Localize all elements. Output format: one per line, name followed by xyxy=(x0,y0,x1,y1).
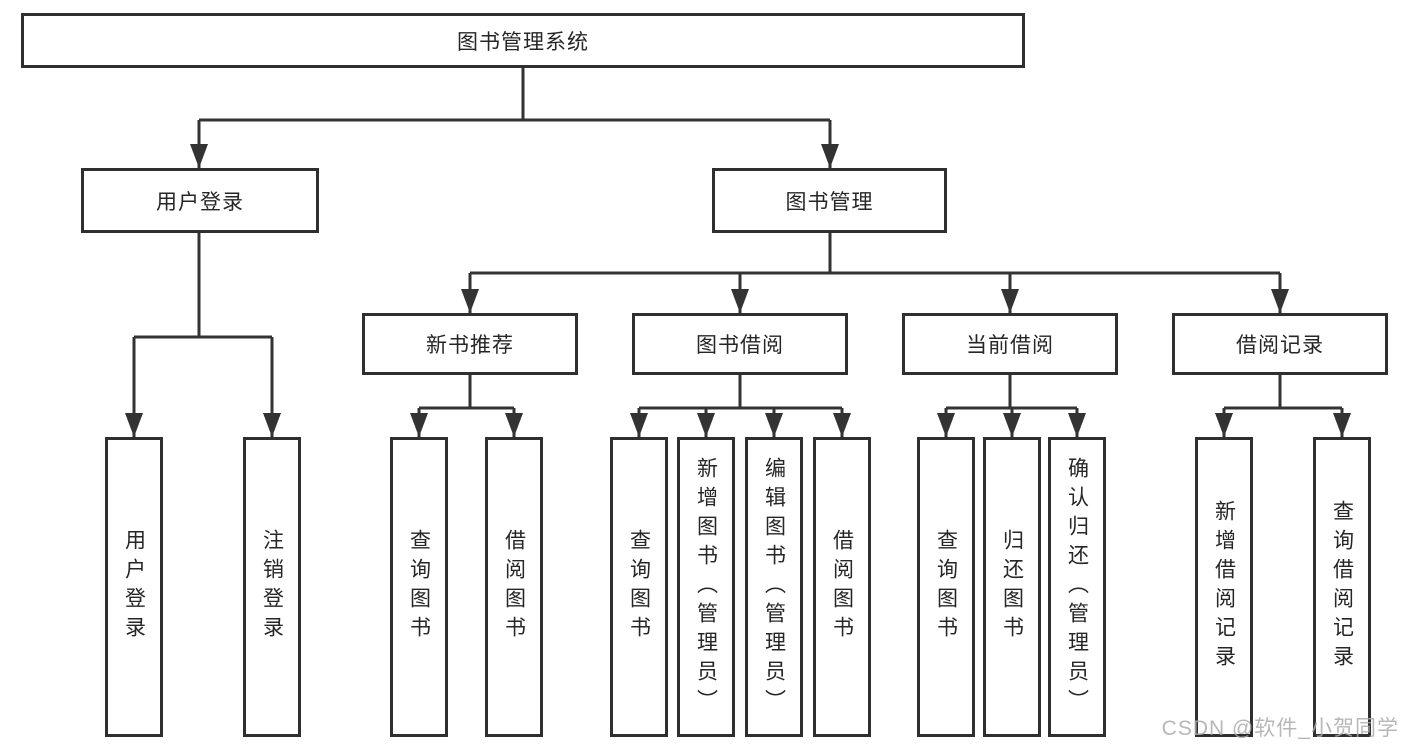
arrowhead xyxy=(630,413,648,437)
node-new-book-rec-label: 新书推荐 xyxy=(426,334,514,357)
leaf-br-add-record: 新增借阅记录 xyxy=(1195,437,1253,737)
leaf-logout: 注销登录 xyxy=(243,437,301,737)
arrowhead xyxy=(821,144,839,168)
leaf-bb-query-books: 查询图书 xyxy=(610,437,668,737)
connector-root-to-level2 xyxy=(190,68,839,168)
leaf-cb-confirm-return-admin: 确认归还（管理员） xyxy=(1048,437,1106,737)
arrowhead xyxy=(505,413,523,437)
leaf-cb-query-books: 查询图书 xyxy=(917,437,975,737)
csdn-watermark: CSDN @软件_小贺同学 xyxy=(1161,717,1399,740)
leaf-bb-edit-books-admin-label: 编辑图书（管理员） xyxy=(762,456,786,718)
connector-user-login-children xyxy=(125,233,281,437)
arrowhead xyxy=(1271,289,1289,313)
node-borrow-record: 借阅记录 xyxy=(1172,313,1388,375)
connector-book-borrow-children xyxy=(630,375,851,437)
node-borrow-record-label: 借阅记录 xyxy=(1236,334,1324,357)
node-book-borrow-label: 图书借阅 xyxy=(696,334,784,357)
leaf-logout-label: 注销登录 xyxy=(260,529,284,645)
node-book-mgmt-label: 图书管理 xyxy=(785,190,874,214)
arrowhead xyxy=(1001,289,1019,313)
arrowhead xyxy=(125,413,143,437)
arrowhead xyxy=(190,144,208,168)
arrowhead xyxy=(1215,413,1233,437)
arrowhead xyxy=(461,289,479,313)
leaf-br-query-record-label: 查询借阅记录 xyxy=(1330,500,1354,674)
arrowhead xyxy=(410,413,428,437)
arrowhead xyxy=(1068,413,1086,437)
connector-book-mgmt-to-level3 xyxy=(461,233,1289,313)
leaf-cb-confirm-return-admin-label: 确认归还（管理员） xyxy=(1065,456,1089,718)
leaf-bb-borrow-books: 借阅图书 xyxy=(813,437,871,737)
arrowhead xyxy=(1003,413,1021,437)
arrowhead xyxy=(833,413,851,437)
arrowhead xyxy=(731,289,749,313)
arrowhead xyxy=(697,413,715,437)
leaf-cb-query-books-label: 查询图书 xyxy=(934,529,958,645)
node-book-mgmt: 图书管理 xyxy=(712,168,947,233)
connector-borrow-record-children xyxy=(1215,375,1351,437)
leaf-nbr-query-books-label: 查询图书 xyxy=(407,529,431,645)
leaf-cb-return-books: 归还图书 xyxy=(983,437,1041,737)
arrowhead xyxy=(263,413,281,437)
leaf-bb-add-books-admin: 新增图书（管理员） xyxy=(677,437,735,737)
leaf-br-query-record: 查询借阅记录 xyxy=(1313,437,1371,737)
leaf-br-add-record-label: 新增借阅记录 xyxy=(1212,500,1236,674)
arrowhead xyxy=(937,413,955,437)
arrowhead xyxy=(765,413,783,437)
connector-new-book-rec-children xyxy=(410,375,523,437)
leaf-bb-borrow-books-label: 借阅图书 xyxy=(830,529,854,645)
node-user-login: 用户登录 xyxy=(81,168,319,233)
node-user-login-label: 用户登录 xyxy=(156,190,244,214)
node-book-borrow: 图书借阅 xyxy=(632,313,848,375)
leaf-bb-query-books-label: 查询图书 xyxy=(627,529,651,645)
node-system-root: 图书管理系统 xyxy=(21,13,1025,68)
leaf-bb-edit-books-admin: 编辑图书（管理员） xyxy=(745,437,803,737)
leaf-user-login-label: 用户登录 xyxy=(122,529,146,645)
leaf-cb-return-books-label: 归还图书 xyxy=(1000,529,1024,645)
leaf-user-login: 用户登录 xyxy=(105,437,163,737)
leaf-nbr-borrow-books: 借阅图书 xyxy=(485,437,543,737)
arrowhead xyxy=(1333,413,1351,437)
leaf-nbr-borrow-books-label: 借阅图书 xyxy=(502,529,526,645)
node-current-borrow: 当前借阅 xyxy=(902,313,1118,375)
connector-current-borrow-children xyxy=(937,375,1086,437)
leaf-nbr-query-books: 查询图书 xyxy=(390,437,448,737)
node-system-root-label: 图书管理系统 xyxy=(457,30,589,54)
node-current-borrow-label: 当前借阅 xyxy=(966,334,1054,357)
node-new-book-rec: 新书推荐 xyxy=(362,313,578,375)
leaf-bb-add-books-admin-label: 新增图书（管理员） xyxy=(694,456,718,718)
